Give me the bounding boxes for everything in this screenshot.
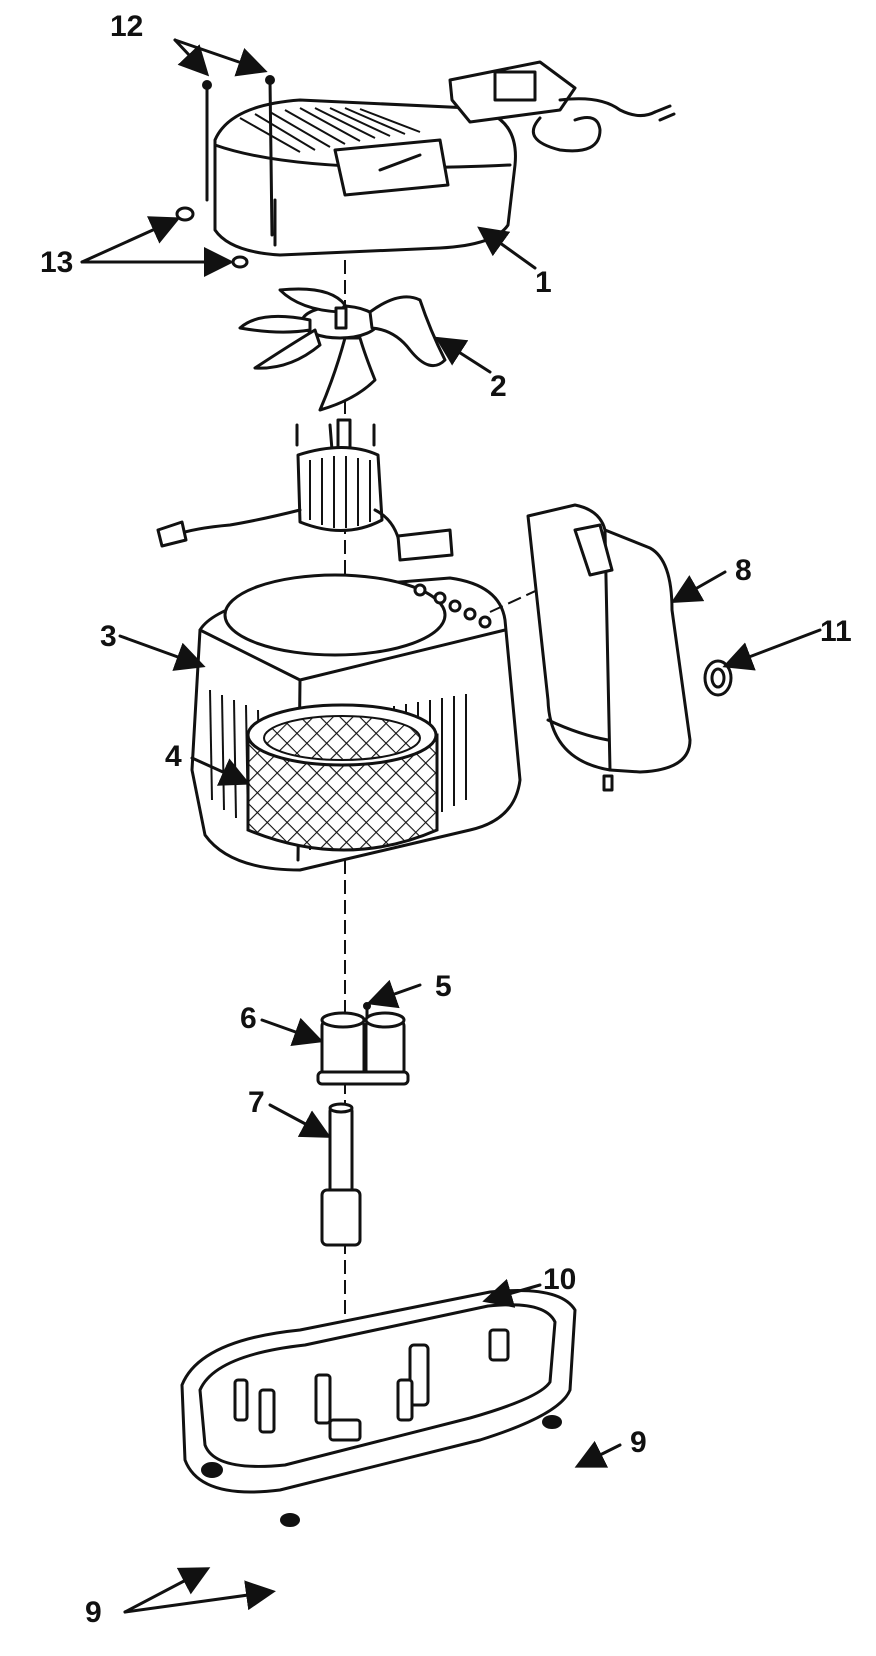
callout-5: 5 [435, 970, 452, 1003]
motor-assembly [156, 418, 454, 562]
callout-9-bottom: 9 [85, 1596, 102, 1629]
callout-3: 3 [100, 620, 117, 653]
callout-7: 7 [248, 1086, 265, 1119]
foot-9-b [280, 1513, 300, 1527]
base-tray [180, 1288, 577, 1494]
screw-12-a [202, 80, 212, 202]
atomizer-tube [320, 1102, 362, 1247]
float-assembly [316, 1002, 410, 1086]
callout-11: 11 [820, 615, 852, 648]
callout-8: 8 [735, 554, 752, 587]
callout-13: 13 [40, 246, 74, 279]
water-tank [526, 503, 692, 792]
nut-13-a [175, 206, 195, 222]
callout-1: 1 [535, 266, 552, 299]
leader-arrows [80, 38, 822, 1614]
top-cover [213, 98, 517, 257]
tray-posts [233, 1328, 510, 1442]
callout-10: 10 [543, 1263, 577, 1296]
callout-12: 12 [110, 10, 144, 43]
screw-12-b [265, 75, 275, 237]
wick-filter [246, 703, 439, 852]
foot-9-a [201, 1462, 223, 1478]
fan-blade [238, 287, 447, 412]
foot-9-c [542, 1415, 562, 1429]
nut-13-b [231, 255, 249, 269]
callout-9-right: 9 [630, 1426, 647, 1459]
power-adapter [448, 60, 676, 153]
callout-4: 4 [165, 740, 182, 773]
housing-pegs [413, 583, 492, 629]
callout-2: 2 [490, 370, 507, 403]
callout-6: 6 [240, 1002, 257, 1035]
